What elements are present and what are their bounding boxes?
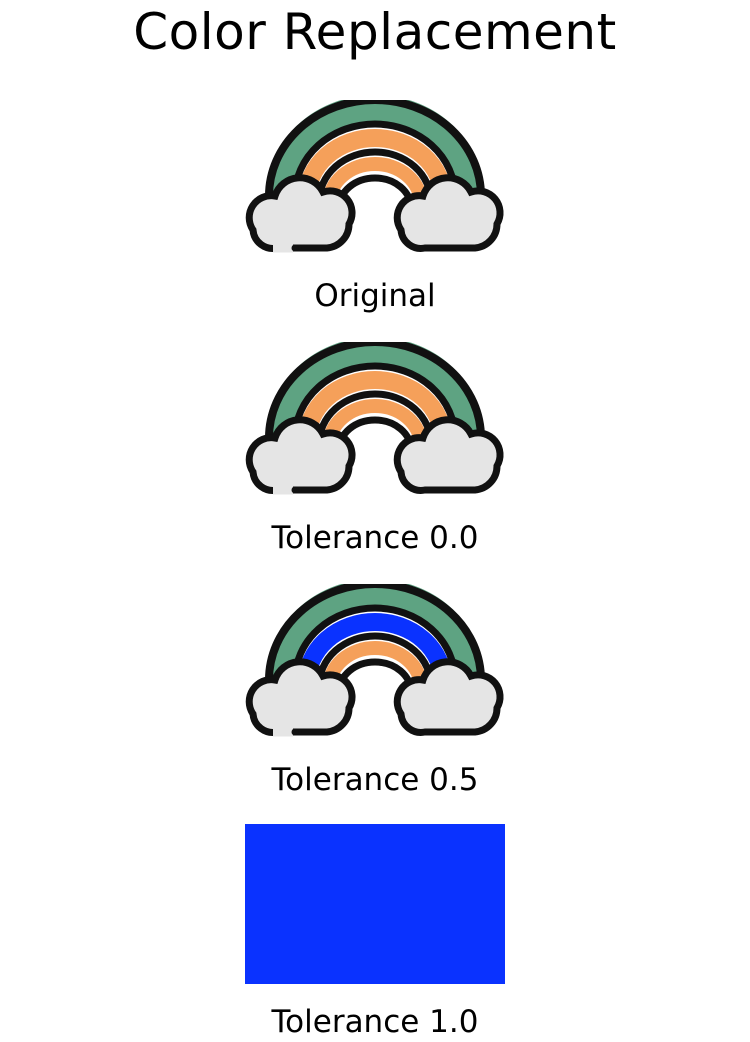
middle-band (298, 129, 452, 199)
middle-band (298, 371, 452, 441)
caption-original: Original (314, 278, 436, 314)
right-cloud (393, 174, 504, 252)
rainbow-cloud-icon (245, 100, 505, 260)
rainbow-tolerance-0-svg (245, 342, 504, 495)
inner-band (322, 641, 428, 689)
left-cloud (245, 658, 356, 736)
left-cloud (245, 174, 356, 252)
inner-band (322, 157, 428, 205)
right-cloud (393, 416, 504, 494)
rainbow-original-svg (245, 100, 504, 253)
solid-blue-fill (245, 824, 505, 984)
right-cloud (393, 658, 504, 736)
outer-band (268, 100, 482, 193)
outer-band (268, 342, 482, 435)
rainbow-cloud-icon (245, 342, 505, 502)
rainbow-tolerance-0-5-svg (245, 584, 504, 737)
caption-tolerance-0: Tolerance 0.0 (271, 520, 479, 556)
caption-tolerance-0-5: Tolerance 0.5 (271, 762, 479, 798)
rainbow-cloud-icon (245, 584, 505, 744)
page-title: Color Replacement (133, 3, 617, 61)
left-cloud (245, 416, 356, 494)
inner-band (322, 399, 428, 447)
caption-tolerance-1: Tolerance 1.0 (271, 1004, 479, 1040)
middle-band-replaced (298, 613, 452, 683)
outer-band (268, 584, 482, 677)
